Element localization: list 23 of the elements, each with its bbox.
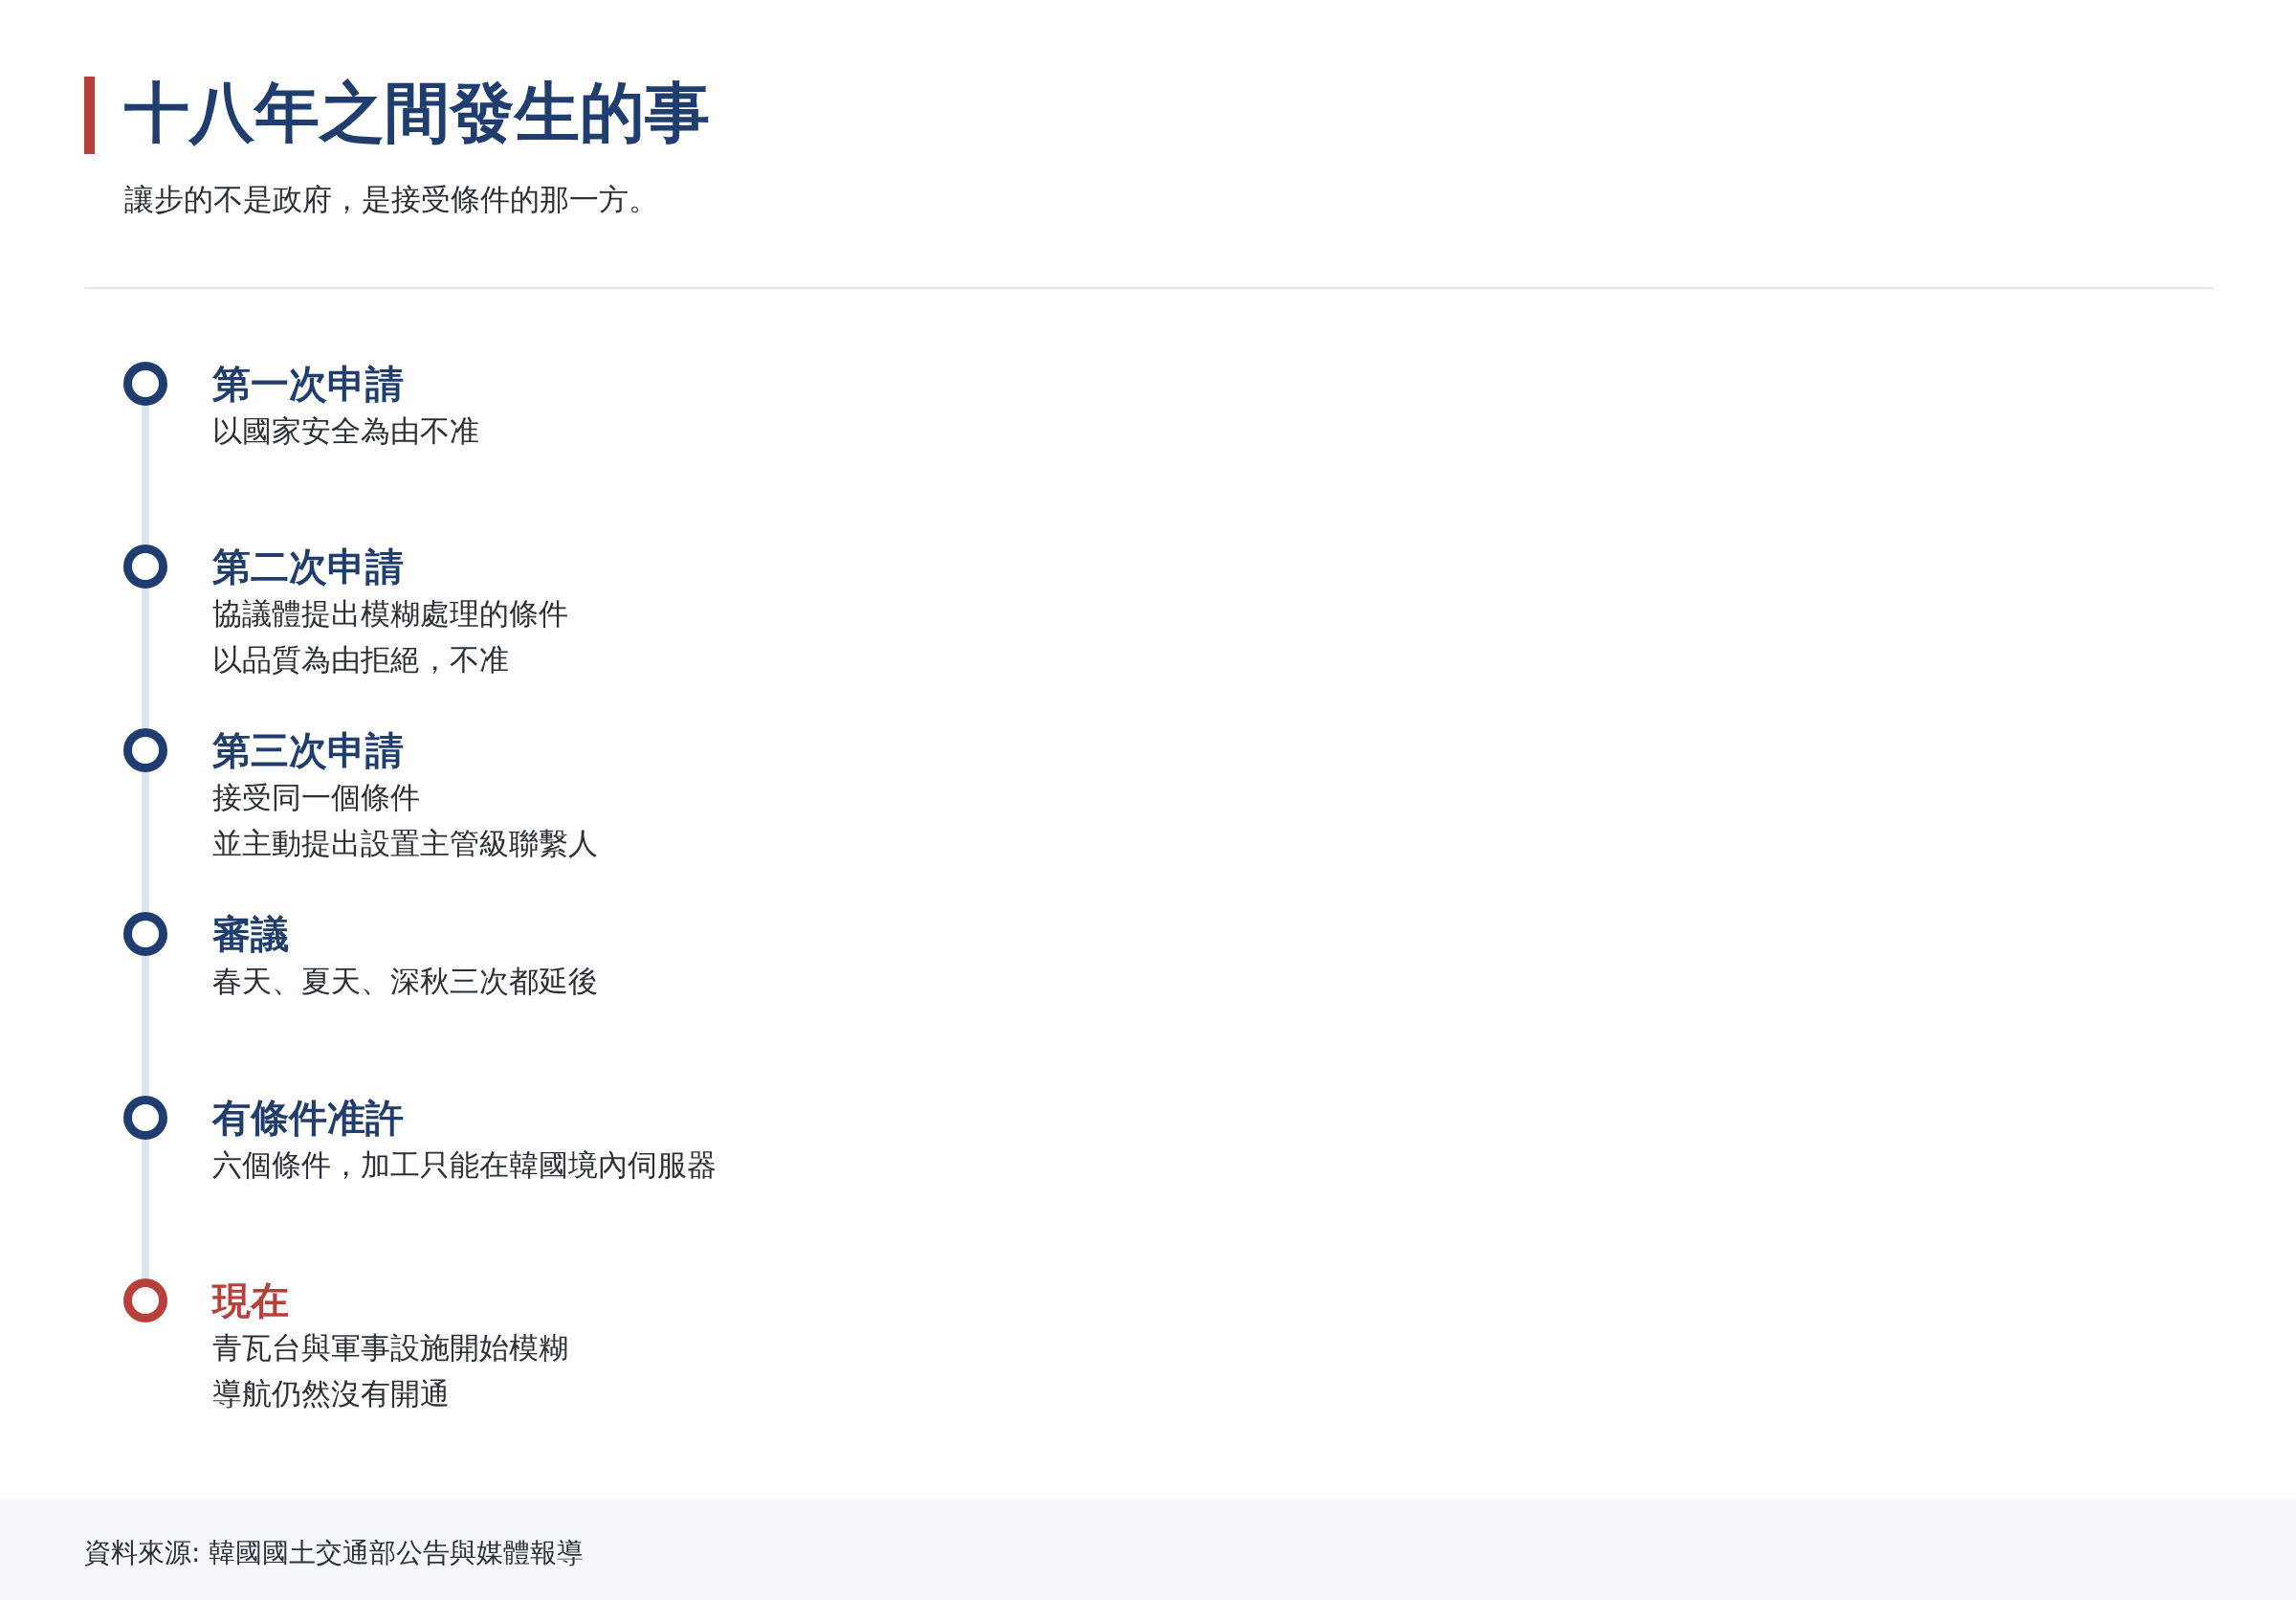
event-description: 並主動提出設置主管級聯繫人 — [212, 825, 598, 862]
event-heading: 現在 — [212, 1278, 289, 1322]
event-description: 接受同一個條件 — [212, 779, 420, 816]
event-heading: 審議 — [212, 912, 289, 956]
event-heading: 有條件准許 — [212, 1096, 404, 1140]
event-description: 青瓦台與軍事設施開始模糊 — [212, 1329, 568, 1367]
event-description: 以國家安全為由不准 — [212, 412, 479, 450]
timeline-line — [142, 406, 149, 544]
event-heading: 第二次申請 — [212, 544, 404, 589]
timeline-line — [142, 772, 149, 912]
event-description: 協議體提出模糊處理的條件 — [212, 595, 568, 633]
timeline-line — [142, 589, 149, 728]
event-heading: 第一次申請 — [212, 362, 404, 406]
event-description: 以品質為由拒絕，不准 — [212, 641, 509, 678]
event-description: 六個條件，加工只能在韓國境內伺服器 — [212, 1146, 717, 1184]
event-heading: 第三次申請 — [212, 728, 404, 772]
subtitle: 讓步的不是政府，是接受條件的那一方。 — [124, 181, 658, 218]
timeline-line — [142, 1140, 149, 1278]
event-description: 導航仍然沒有開通 — [212, 1375, 450, 1412]
timeline-line — [142, 956, 149, 1096]
source-note: 資料來源: 韓國國土交通部公告與媒體報導 — [84, 1536, 585, 1570]
event-description: 春天、夏天、深秋三次都延後 — [212, 963, 598, 1000]
title: 十八年之間發生的事 — [124, 74, 710, 152]
